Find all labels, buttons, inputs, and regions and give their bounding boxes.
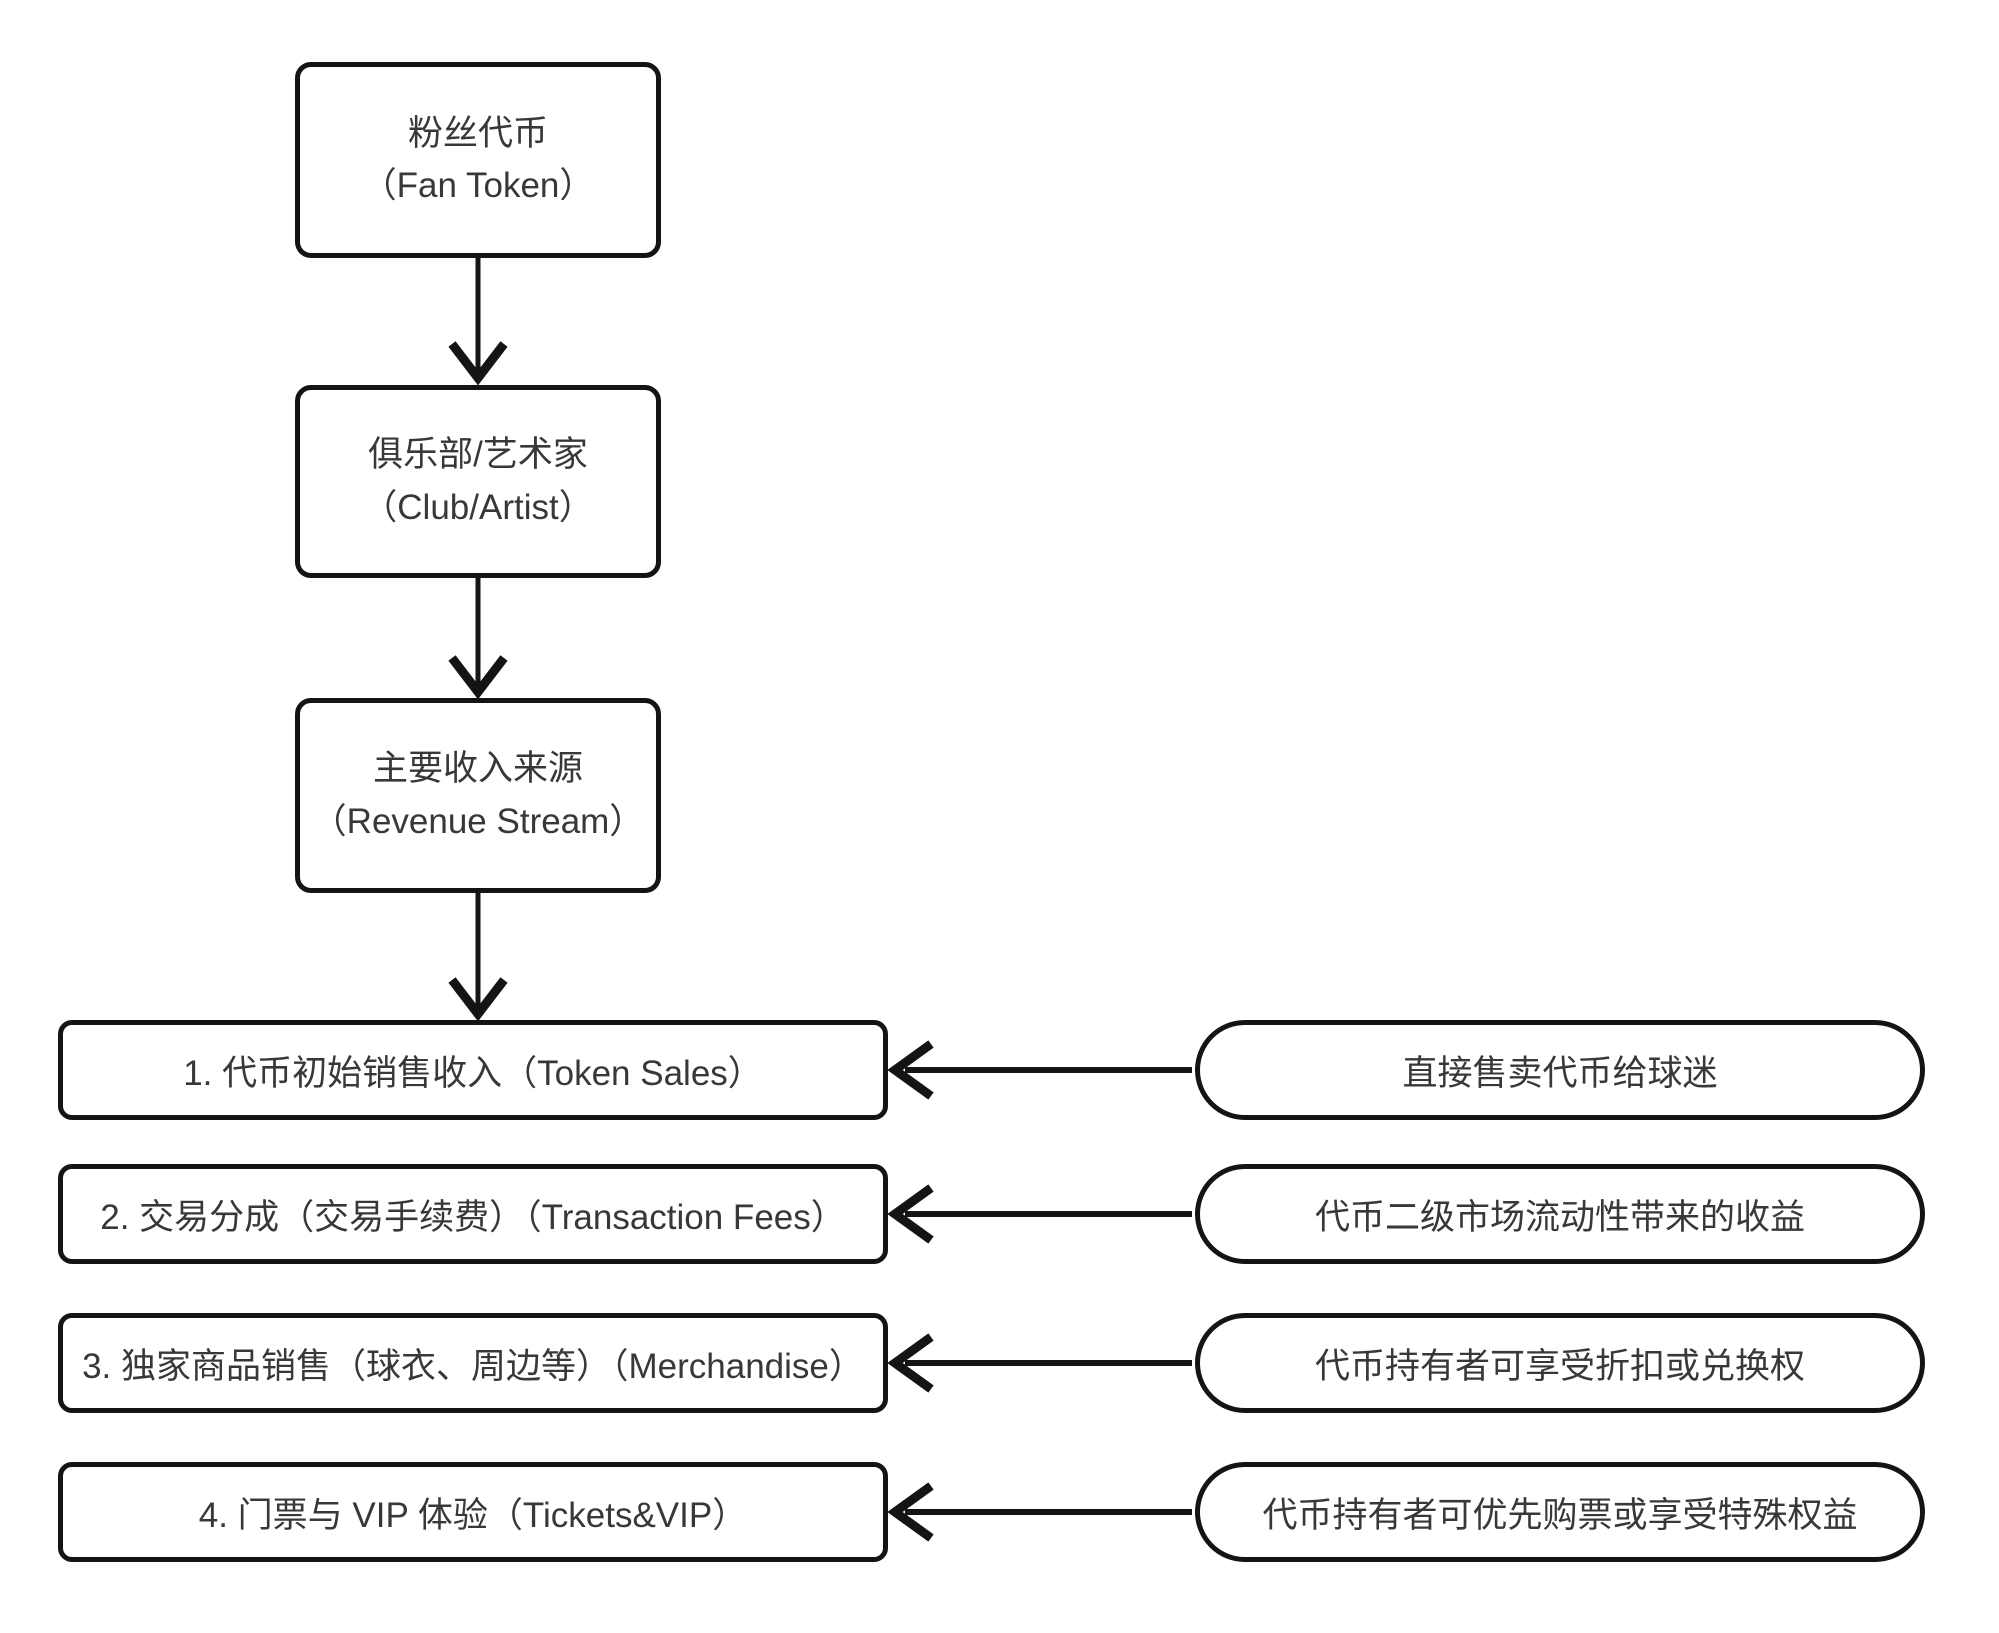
source-box-label: 4. 门票与 VIP 体验（Tickets&VIP） xyxy=(198,1495,748,1535)
note-pill-tickets-vip: 代币持有者可优先购票或享受特殊权益 xyxy=(1195,1462,1925,1562)
flow-node-label-en: （Club/Artist） xyxy=(362,487,594,527)
note-pill-label: 直接售卖代币给球迷 xyxy=(1402,1053,1718,1093)
flow-node-label-zh: 主要收入来源 xyxy=(372,749,583,788)
note-pill-label: 代币持有者可优先购票或享受特殊权益 xyxy=(1262,1495,1858,1535)
left-arrow-note-to-merchandise xyxy=(887,1333,1192,1393)
note-pill-token-sales: 直接售卖代币给球迷 xyxy=(1195,1020,1925,1120)
down-arrow-revenue-to-sources xyxy=(448,893,508,1022)
left-arrow-note-to-tickets-vip xyxy=(887,1482,1192,1542)
flow-node-club-artist: 俱乐部/艺术家 （Club/Artist） xyxy=(295,385,661,578)
source-box-token-sales: 1. 代币初始销售收入（Token Sales） xyxy=(58,1020,888,1120)
flow-node-revenue-stream: 主要收入来源 （Revenue Stream） xyxy=(295,698,661,893)
source-box-transaction-fees: 2. 交易分成（交易手续费）（Transaction Fees） xyxy=(58,1164,888,1264)
source-box-tickets-vip: 4. 门票与 VIP 体验（Tickets&VIP） xyxy=(58,1462,888,1562)
left-arrow-note-to-token-sales xyxy=(887,1040,1192,1100)
down-arrow-fan-to-club xyxy=(448,258,508,386)
flow-node-label-en: （Revenue Stream） xyxy=(311,801,645,841)
source-box-label: 2. 交易分成（交易手续费）（Transaction Fees） xyxy=(100,1197,846,1237)
flow-node-label-zh: 粉丝代币 xyxy=(407,113,548,153)
note-pill-label: 代币二级市场流动性带来的收益 xyxy=(1314,1197,1805,1237)
source-box-label: 3. 独家商品销售（球衣、周边等）（Merchandise） xyxy=(82,1346,864,1386)
note-pill-label: 代币持有者可享受折扣或兑换权 xyxy=(1314,1346,1805,1386)
source-box-merchandise: 3. 独家商品销售（球衣、周边等）（Merchandise） xyxy=(58,1313,888,1413)
flow-node-label-zh: 俱乐部/艺术家 xyxy=(368,435,588,474)
flow-node-fan-token: 粉丝代币 （Fan Token） xyxy=(295,62,661,258)
note-pill-merchandise: 代币持有者可享受折扣或兑换权 xyxy=(1195,1313,1925,1413)
note-pill-transaction-fees: 代币二级市场流动性带来的收益 xyxy=(1195,1164,1925,1264)
left-arrow-note-to-transaction-fees xyxy=(887,1184,1192,1244)
flow-node-label-en: （Fan Token） xyxy=(361,166,595,205)
down-arrow-club-to-revenue xyxy=(448,578,508,700)
source-box-label: 1. 代币初始销售收入（Token Sales） xyxy=(183,1053,763,1093)
